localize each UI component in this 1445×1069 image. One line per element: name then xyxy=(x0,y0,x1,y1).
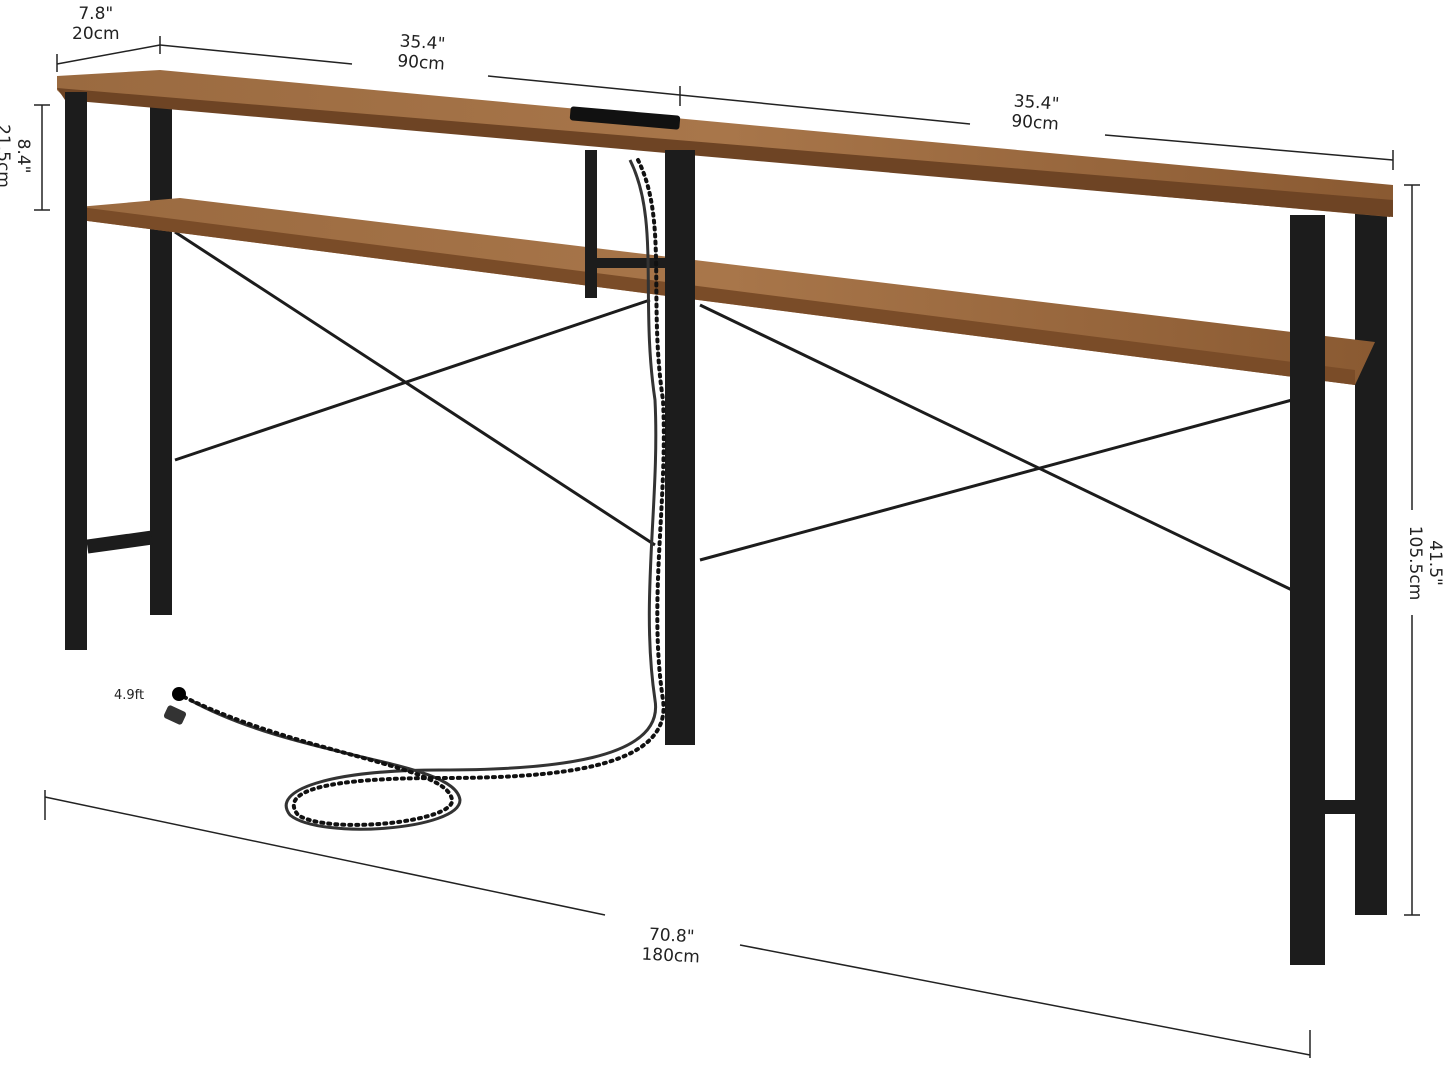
depth-label: 7.8"20cm xyxy=(72,4,120,44)
power-cord xyxy=(189,159,658,831)
shelf-gap-inches: 8.4" xyxy=(13,138,33,174)
total-width-cm: 180cm xyxy=(640,944,701,968)
half-width-right-cm: 90cm xyxy=(1010,111,1060,135)
depth-inches: 7.8" xyxy=(78,4,114,24)
shelf-gap-label: 8.4"21.5cm xyxy=(0,121,33,191)
total-width-label: 70.8"180cm xyxy=(641,925,701,968)
center-leg xyxy=(665,150,695,745)
front-right-leg xyxy=(1290,215,1325,965)
shelf-gap-cm: 21.5cm xyxy=(0,124,13,188)
cord-end-dot xyxy=(172,687,186,701)
front-left-leg xyxy=(65,92,87,650)
power-outlet xyxy=(569,106,681,130)
half-width-left-cm: 90cm xyxy=(396,51,446,75)
depth-cm: 20cm xyxy=(72,24,120,44)
plug-icon xyxy=(163,705,187,725)
back-right-leg xyxy=(1355,205,1387,915)
half-width-left-label: 35.4"90cm xyxy=(397,31,447,74)
center-support xyxy=(585,150,597,298)
height-inches: 41.5" xyxy=(1425,540,1445,586)
back-left-leg xyxy=(150,100,172,615)
half-width-right-label: 35.4"90cm xyxy=(1011,91,1061,134)
cord-length-label: 4.9ft xyxy=(114,688,145,703)
height-label: 41.5"105.5cm xyxy=(1405,523,1445,603)
dimension-lines xyxy=(34,36,1420,1058)
height-cm: 105.5cm xyxy=(1405,525,1425,601)
cross-braces xyxy=(174,230,1293,592)
